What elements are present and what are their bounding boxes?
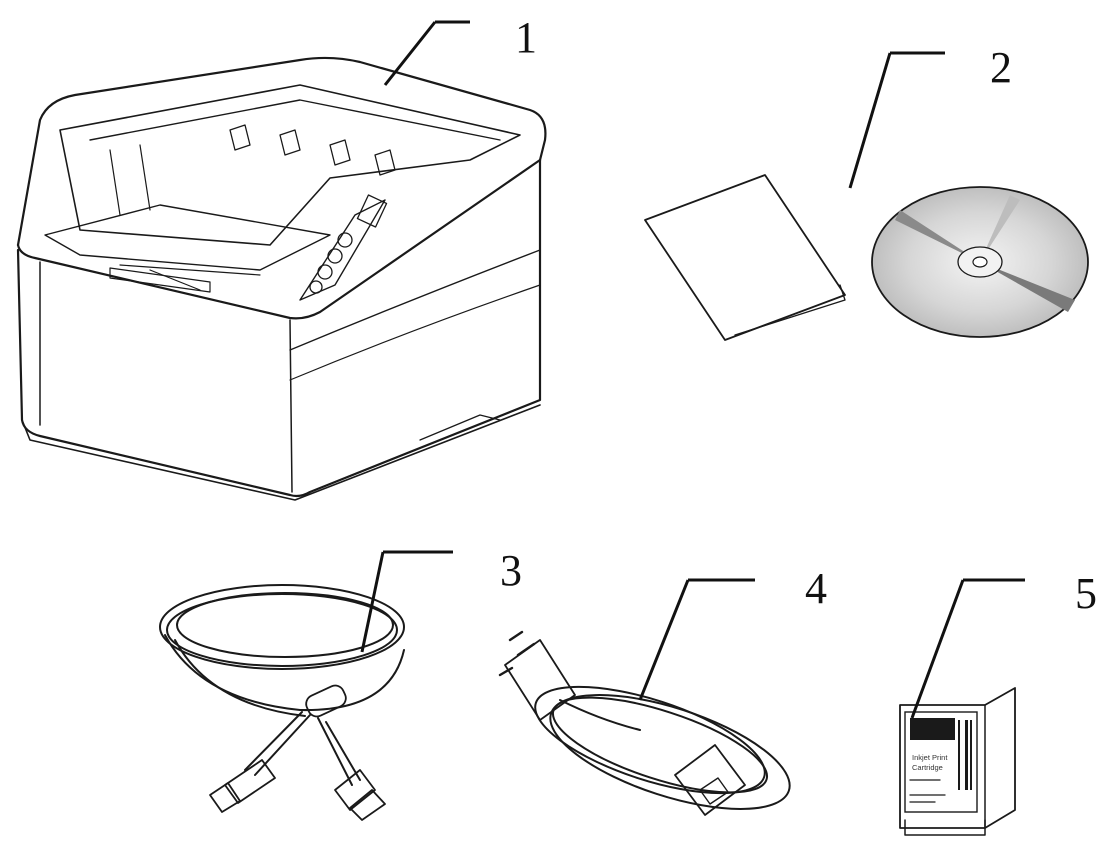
callout-3-number: 3 — [500, 546, 522, 595]
callout-1-number: 1 — [515, 13, 537, 62]
callout-5-leader — [910, 579, 965, 719]
cartridge-label-line1: Inkjet Print — [912, 753, 948, 762]
usb-cable-illustration — [159, 584, 405, 821]
callout-2-number: 2 — [990, 43, 1012, 92]
callout-3-leader — [360, 551, 385, 653]
callout-2-leader — [848, 52, 892, 189]
cd-disc-illustration — [871, 186, 1089, 338]
scanner-illustration — [16, 56, 547, 501]
callout-4-number: 4 — [805, 564, 827, 613]
cartridge-label-line2: Cartridge — [912, 763, 943, 772]
callout-1-leader — [383, 21, 437, 86]
quick-guide-booklet — [644, 174, 846, 341]
callout-4-leader — [638, 579, 690, 701]
callout-5-number: 5 — [1075, 569, 1097, 618]
ink-cartridge-illustration: Inkjet Print Cartridge — [899, 687, 1016, 836]
power-cord-illustration — [498, 630, 791, 816]
